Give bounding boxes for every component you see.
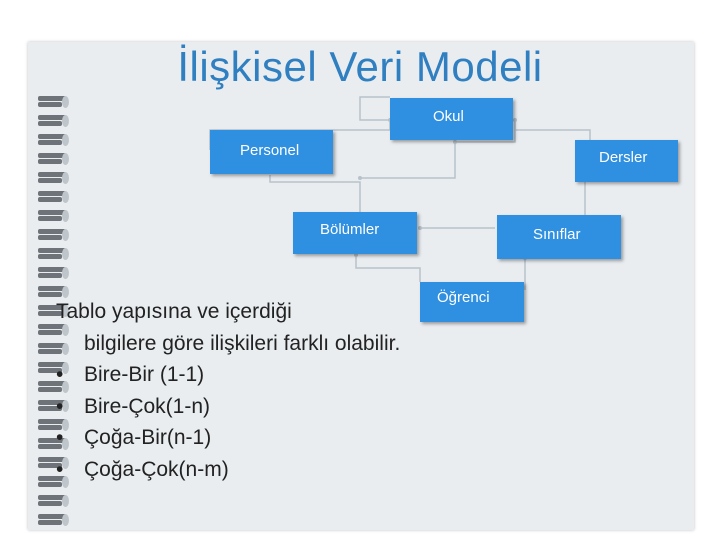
binding-ring <box>38 170 70 186</box>
node-ogrenci: Öğrenci <box>420 282 524 322</box>
relationship-text: Tablo yapısına ve içerdiği bilgilere gör… <box>56 296 516 485</box>
connector-dersler-down <box>360 142 456 179</box>
spiral-binding <box>38 94 72 534</box>
node-siniflar: Sınıflar <box>497 215 621 259</box>
binding-ring <box>38 360 70 376</box>
connector-dersler <box>514 118 591 142</box>
binding-ring <box>38 132 70 148</box>
node-dersler-label: Dersler <box>599 149 648 166</box>
notebook-page <box>28 42 694 530</box>
node-okul-label: Okul <box>433 108 464 125</box>
connector-bolumler-down <box>355 255 421 282</box>
list-item-label: Çoğa-Çok(n-m) <box>84 457 229 481</box>
intro-paragraph: Tablo yapısına ve içerdiği bilgilere gör… <box>56 296 516 359</box>
list-item: • Çoğa-Çok(n-m) <box>56 454 516 486</box>
binding-ring <box>38 493 70 509</box>
node-dersler: Dersler <box>575 140 678 182</box>
binding-ring <box>38 284 70 300</box>
list-item-label: Bire-Bir (1-1) <box>84 363 205 386</box>
connector-okul <box>359 96 390 121</box>
intro-line-2: bilgilere göre ilişkileri farklı olabili… <box>84 331 401 355</box>
binding-ring <box>38 265 70 281</box>
bullet-icon: • <box>56 426 64 449</box>
list-item-label: Çoğa-Bir(n-1) <box>84 426 212 449</box>
binding-ring <box>38 379 70 395</box>
binding-ring <box>38 341 70 357</box>
list-item: • Çoğa-Bir(n-1) <box>56 422 516 454</box>
binding-ring <box>38 189 70 205</box>
connector-personel-bottom <box>269 175 361 212</box>
binding-ring <box>38 151 70 167</box>
binding-ring <box>38 94 70 110</box>
node-ogrenci-label: Öğrenci <box>437 289 490 306</box>
binding-ring <box>38 436 70 452</box>
binding-ring <box>38 474 70 490</box>
bullet-icon: • <box>56 457 64 481</box>
node-personel: Personel <box>210 130 333 174</box>
relationship-list: • Bire-Bir (1-1) • Bire-Çok(1-n) • Çoğa-Bir… <box>56 359 516 485</box>
node-siniflar-label: Sınıflar <box>533 226 581 243</box>
binding-ring <box>38 113 70 129</box>
binding-ring <box>38 398 70 414</box>
binding-ring <box>38 512 70 528</box>
binding-ring <box>38 322 70 338</box>
list-item: • Bire-Çok(1-n) <box>56 391 516 423</box>
list-item: • Bire-Bir (1-1) <box>56 359 516 391</box>
binding-ring <box>38 208 70 224</box>
bullet-icon: • <box>56 363 64 386</box>
binding-ring <box>38 455 70 471</box>
page-title: İlişkisel Veri Modeli <box>177 43 543 90</box>
node-bolumler: Bölümler <box>293 212 417 254</box>
node-bolumler-label: Bölümler <box>320 221 380 238</box>
node-okul: Okul <box>390 98 513 140</box>
binding-ring <box>38 417 70 433</box>
intro-line-1: Tablo yapısına ve içerdiği <box>56 300 292 323</box>
binding-ring <box>38 246 70 262</box>
binding-ring <box>38 227 70 243</box>
binding-ring <box>38 303 70 319</box>
list-item-label: Bire-Çok(1-n) <box>84 394 211 418</box>
node-personel-label: Personel <box>240 142 300 159</box>
bullet-icon: • <box>56 394 64 418</box>
